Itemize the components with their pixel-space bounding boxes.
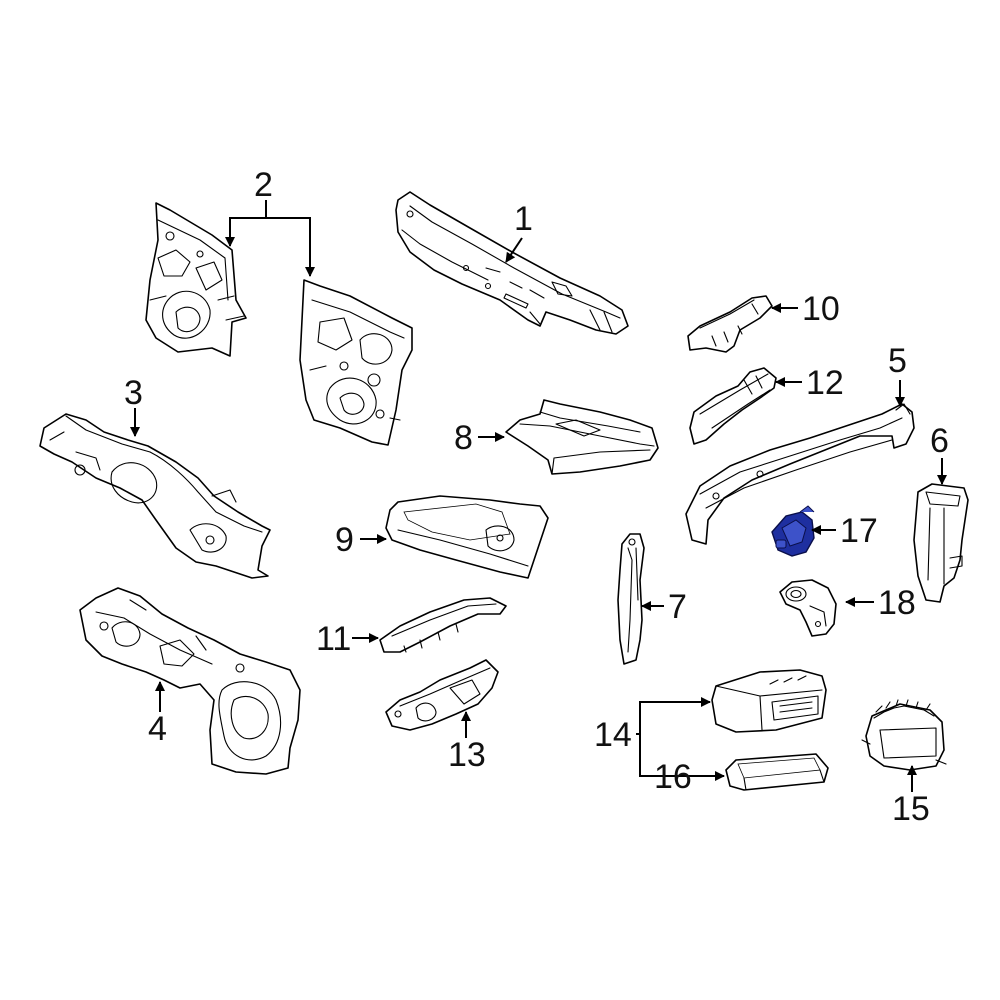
part-9-cowl-grille[interactable] (385, 495, 549, 579)
callout-4: 4 (148, 710, 167, 748)
callout-2: 2 (254, 166, 273, 204)
part-3-side-rail[interactable] (39, 413, 271, 579)
callout-13: 13 (448, 736, 486, 774)
callout-numbers: 1 2 3 4 5 6 7 8 9 10 11 12 13 14 15 16 1… (124, 166, 949, 828)
part-8-tray[interactable] (505, 399, 659, 475)
part-2-right-insulator[interactable] (299, 279, 413, 446)
callout-1: 1 (514, 200, 533, 238)
callout-16: 16 (654, 758, 692, 796)
part-1-cowl-panel[interactable] (395, 191, 629, 335)
callout-12: 12 (806, 364, 844, 402)
part-17-sensor-highlighted[interactable] (771, 505, 815, 557)
part-18-bracket[interactable] (779, 579, 837, 637)
callout-3: 3 (124, 374, 143, 412)
part-11-bracket[interactable] (379, 597, 507, 653)
part-14-control-module[interactable] (711, 669, 827, 733)
part-7-pillar[interactable] (617, 533, 645, 665)
part-2-left-insulator[interactable] (145, 202, 247, 357)
leader-lines (130, 200, 947, 792)
part-13-housing[interactable] (385, 659, 499, 731)
part-15-module[interactable] (861, 699, 947, 771)
part-6-duct[interactable] (913, 483, 969, 603)
part-4-dash-panel[interactable] (79, 587, 301, 775)
callout-11: 11 (316, 620, 351, 658)
callout-6: 6 (930, 422, 949, 460)
part-5-long-rail[interactable] (685, 403, 915, 545)
callout-15: 15 (892, 790, 930, 828)
callout-17: 17 (840, 512, 878, 550)
callout-18: 18 (878, 584, 916, 622)
callout-8: 8 (454, 419, 473, 457)
callout-10: 10 (802, 290, 840, 328)
callout-9: 9 (335, 521, 354, 559)
callout-14: 14 (594, 716, 632, 754)
callout-7: 7 (668, 588, 687, 626)
part-12-bracket[interactable] (689, 367, 777, 445)
part-16-cabin-filter[interactable] (725, 753, 829, 791)
part-10-bracket[interactable] (687, 295, 773, 353)
callout-5: 5 (888, 342, 907, 380)
